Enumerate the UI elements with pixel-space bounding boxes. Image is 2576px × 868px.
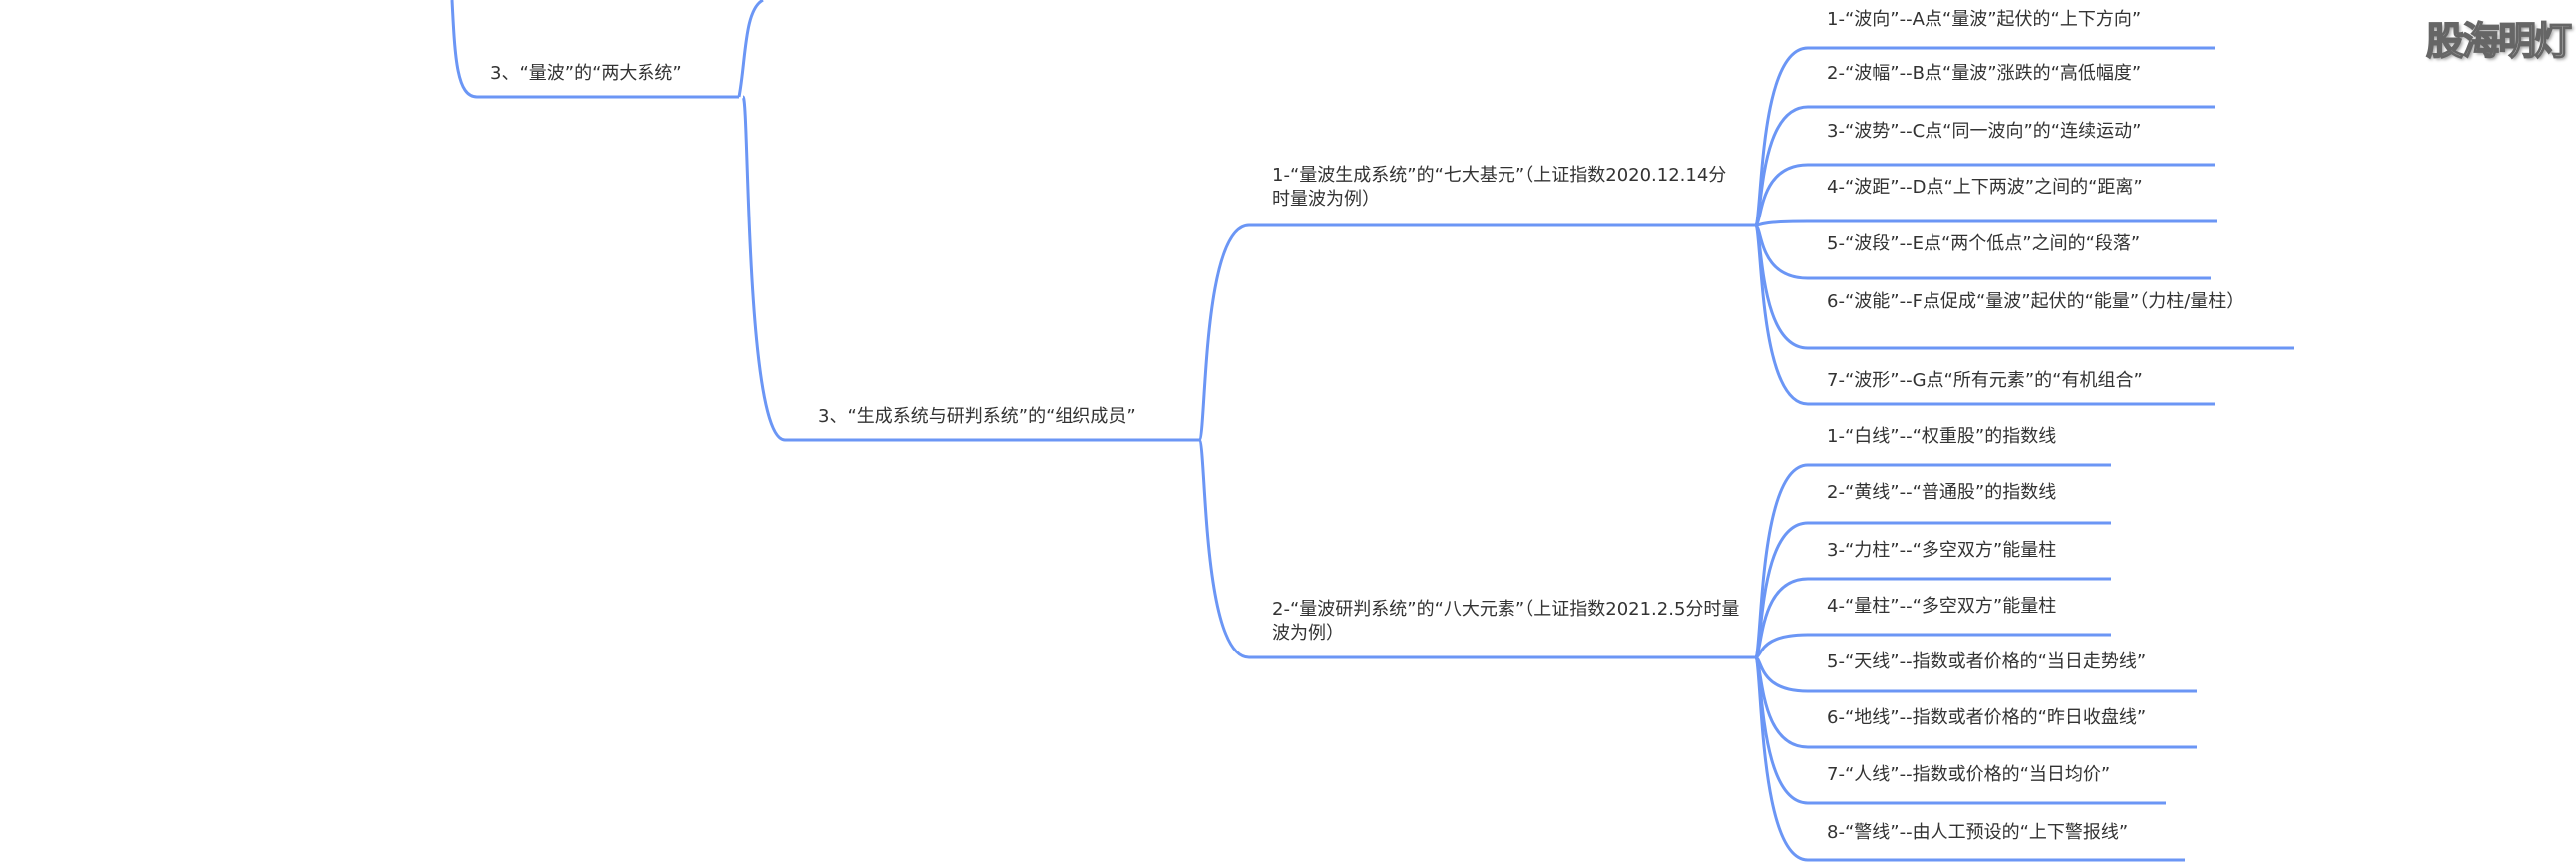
node-members[interactable]: 3、“生成系统与研判系统”的“组织成员” — [818, 406, 1136, 427]
leaf-node[interactable]: 6-“波能”--F点促成“量波”起伏的“能量”（力柱/量柱） — [1827, 291, 2245, 312]
connector-leaf — [1754, 633, 1809, 659]
underline-two-systems — [450, 0, 739, 99]
leaf-node[interactable]: 6-“地线”--指数或者价格的“昨日收盘线” — [1827, 707, 2147, 728]
leaf-node[interactable]: 4-“量柱”--“多空双方”能量柱 — [1827, 596, 2057, 617]
leaf-node[interactable]: 8-“警线”--由人工预设的“上下警报线” — [1827, 822, 2129, 843]
leaf-node[interactable]: 2-“黄线”--“普通股”的指数线 — [1827, 482, 2057, 503]
connector-branch2 — [1197, 438, 1250, 659]
node-two-systems[interactable]: 3、“量波”的“两大系统” — [490, 63, 682, 84]
connector-branch1 — [1197, 223, 1250, 442]
connector-leaf — [1753, 223, 1809, 406]
connector-up — [737, 0, 764, 98]
leaf-node[interactable]: 3-“力柱”--“多空双方”能量柱 — [1827, 540, 2057, 561]
leaf-node[interactable]: 5-“波段”--E点“两个低点”之间的“段落” — [1827, 233, 2141, 254]
leaf-node[interactable]: 7-“人线”--指数或价格的“当日均价” — [1827, 764, 2111, 785]
connector-leaf — [1754, 219, 1809, 227]
leaf-node[interactable]: 5-“天线”--指数或者价格的“当日走势线” — [1827, 651, 2147, 672]
node-branch1[interactable]: 1-“量波生成系统”的“七大基元”（上证指数2020.12.14分时量波为例） — [1272, 165, 1727, 210]
leaf-node[interactable]: 3-“波势”--C点“同一波向”的“连续运动” — [1827, 121, 2142, 142]
leaf-node[interactable]: 1-“白线”--“权重股”的指数线 — [1827, 426, 2057, 447]
leaf-node[interactable]: 1-“波向”--A点“量波”起伏的“上下方向” — [1827, 9, 2142, 30]
connector-leaf — [1753, 655, 1809, 862]
node-branch2[interactable]: 2-“量波研判系统”的“八大元素”（上证指数2021.2.5分时量波为例） — [1272, 599, 1740, 644]
leaf-node[interactable]: 2-“波幅”--B点“量波”涨跌的“高低幅度” — [1827, 63, 2142, 84]
watermark-logo: 股海明灯 — [2425, 18, 2573, 64]
connector-leaf — [1753, 163, 1809, 227]
connector-members — [741, 95, 786, 442]
leaf-node[interactable]: 4-“波距”--D点“上下两波”之间的“距离” — [1827, 177, 2143, 198]
leaf-node[interactable]: 7-“波形”--G点“所有元素”的“有机组合” — [1827, 370, 2143, 391]
